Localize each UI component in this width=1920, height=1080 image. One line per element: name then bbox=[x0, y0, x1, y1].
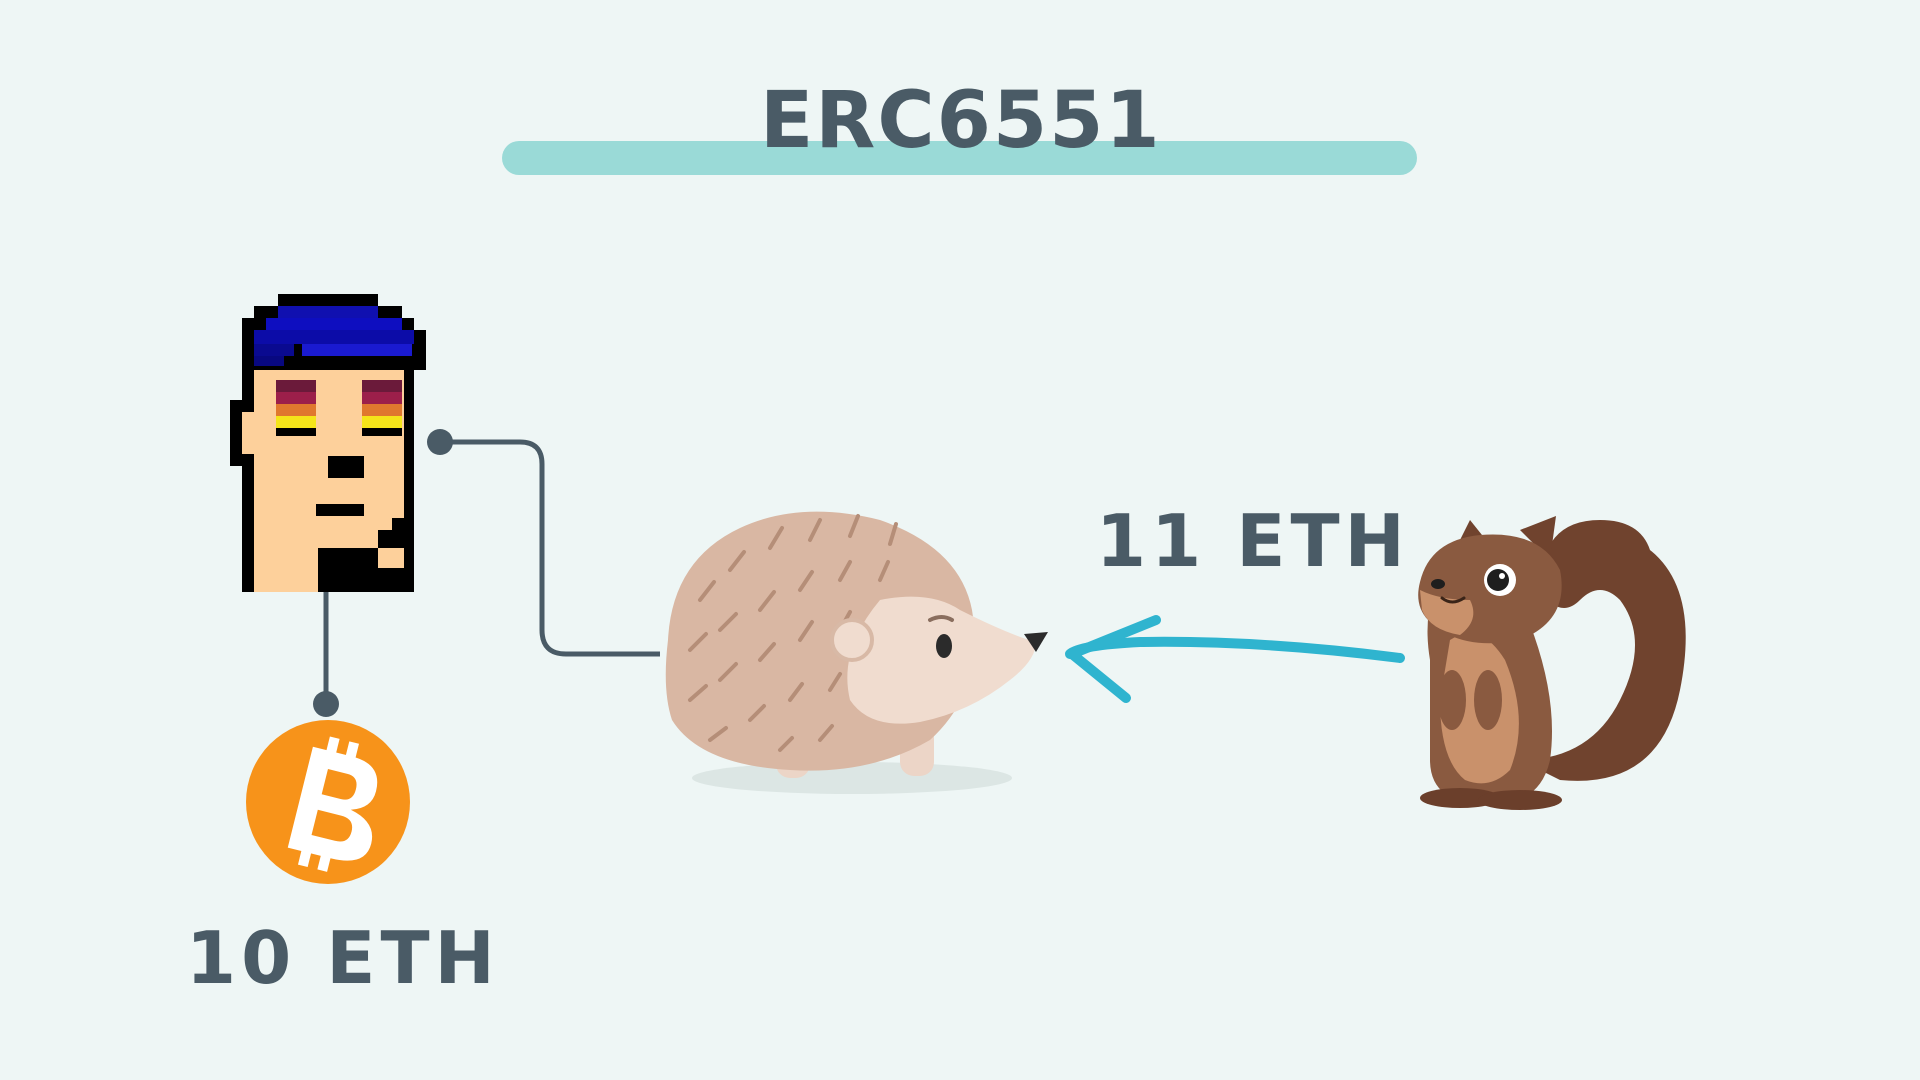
nft-balance-label: 10 ETH bbox=[186, 916, 500, 1000]
title-underline-bar bbox=[502, 141, 1417, 175]
bitcoin-coin-icon bbox=[246, 720, 410, 884]
squirrel-icon bbox=[1418, 516, 1686, 810]
transfer-amount-label: 11 ETH bbox=[1096, 499, 1410, 583]
diagram-title: ERC6551 bbox=[760, 76, 1162, 166]
pixel-punk-avatar-icon bbox=[230, 294, 426, 592]
transfer-arrow-icon bbox=[1065, 615, 1405, 703]
hedgehog-icon bbox=[665, 511, 1048, 794]
punk-to-hedgehog-connector bbox=[427, 429, 660, 657]
punk-to-coin-connector bbox=[313, 592, 339, 717]
